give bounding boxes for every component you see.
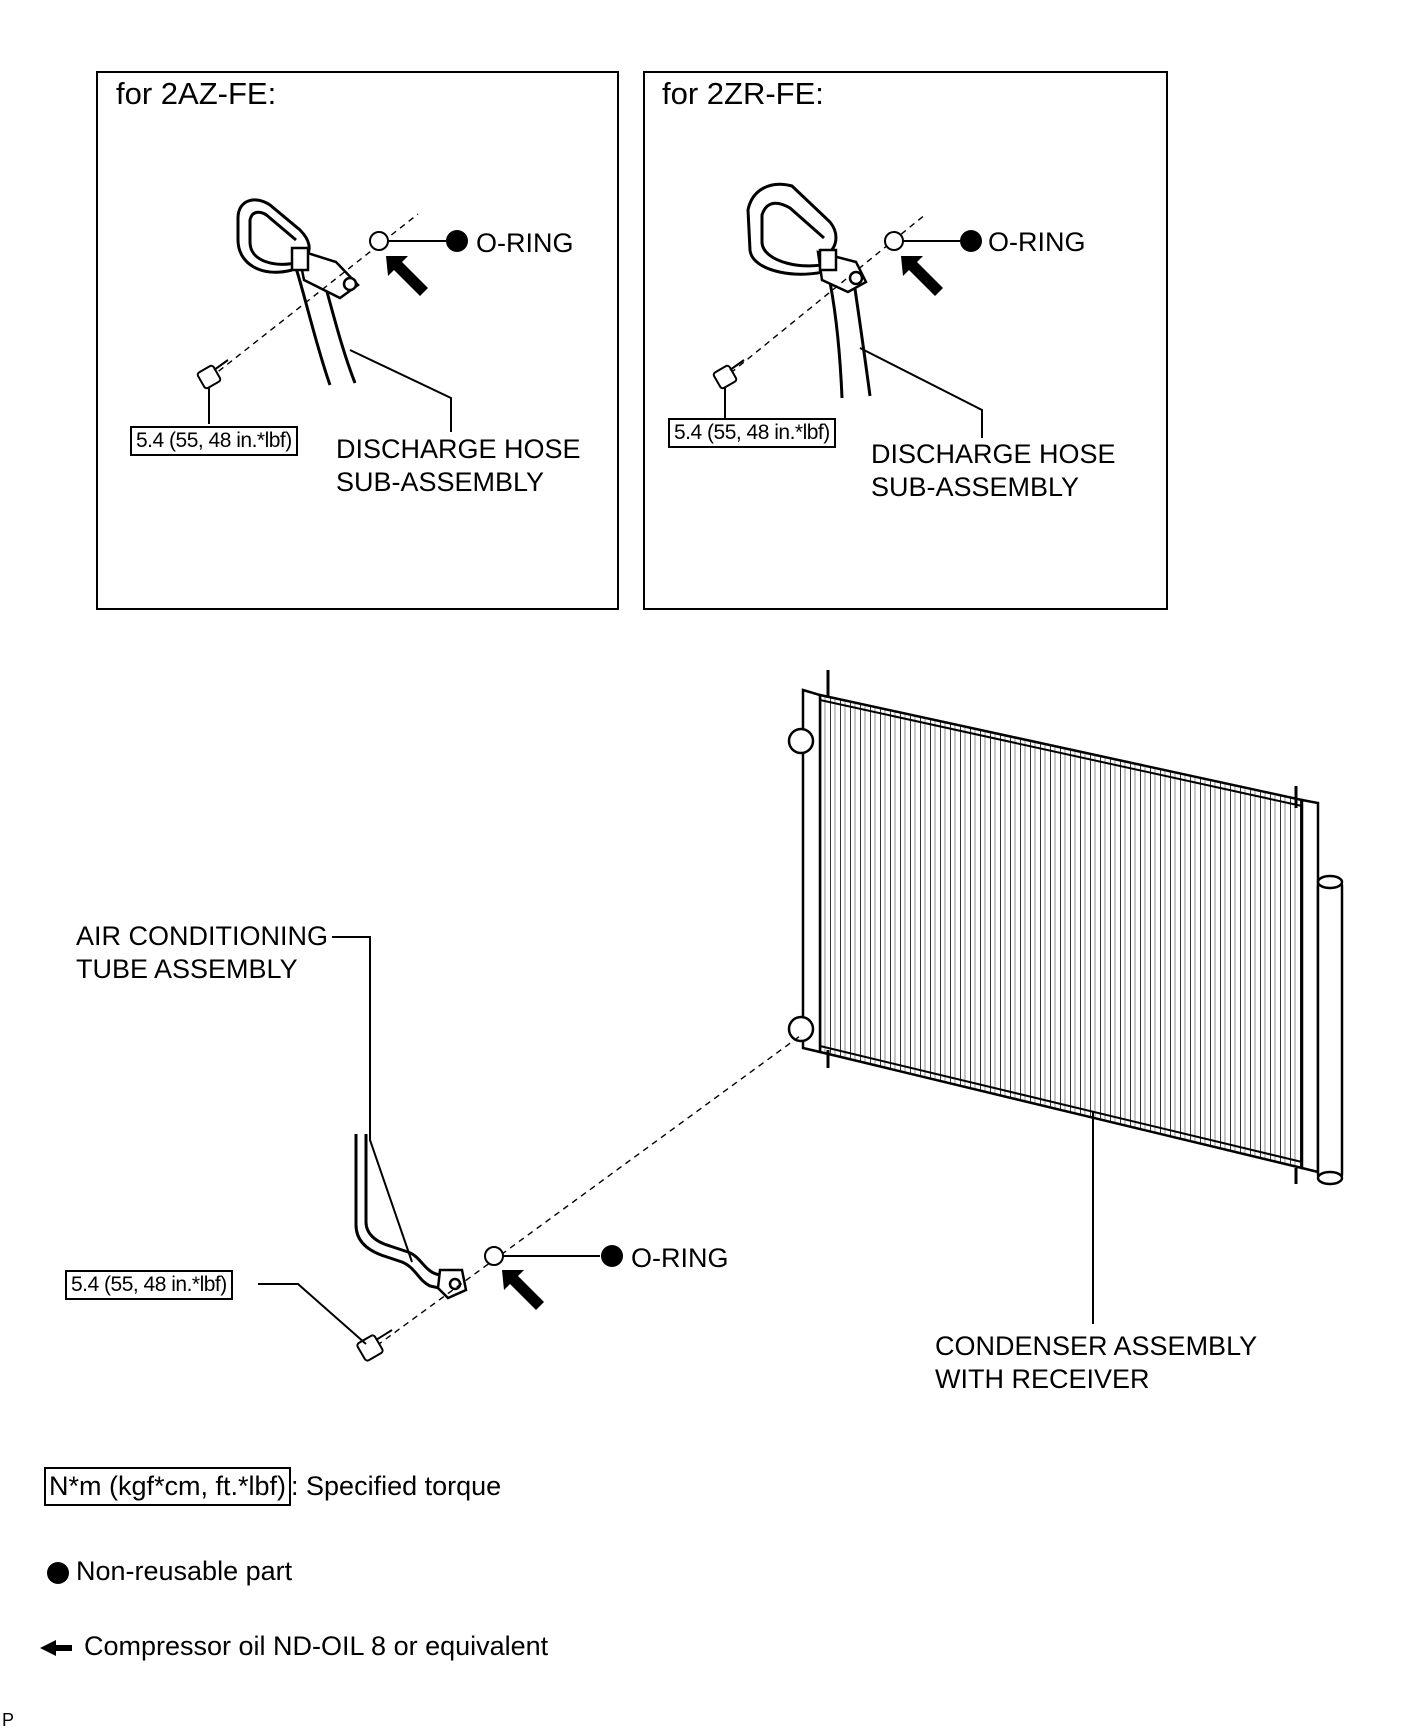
torque-unit-box: N*m (kgf*cm, ft.*lbf)	[44, 1467, 292, 1506]
condenser-assembly	[787, 670, 1344, 1186]
torque-box: 5.4 (55, 48 in.*lbf)	[65, 1270, 233, 1300]
condenser-label-2: WITH RECEIVER	[935, 1364, 1150, 1394]
filled-circle-icon	[960, 230, 982, 252]
panel-2az-fe	[96, 71, 619, 610]
legend-torque: N*m (kgf*cm, ft.*lbf): Specified torque	[44, 1467, 501, 1506]
air-conditioning-tube	[354, 1134, 453, 1292]
arrow-icon	[502, 1270, 544, 1310]
panel-title-2zr: for 2ZR-FE:	[662, 76, 824, 111]
filled-circle-icon	[47, 1562, 69, 1584]
footer-code: P	[2, 1710, 15, 1730]
hose-fitting-2zr	[816, 248, 868, 294]
arrow-icon	[386, 256, 428, 296]
o-ring-label: O-RING	[631, 1243, 729, 1273]
bolt-icon	[712, 359, 745, 390]
o-ring-icon	[484, 1246, 504, 1266]
discharge-hose-label: DISCHARGE HOSE	[871, 439, 1116, 469]
discharge-hose-label: DISCHARGE HOSE	[336, 434, 581, 464]
torque-box: 5.4 (55, 48 in.*lbf)	[130, 426, 298, 456]
panel-title-2az: for 2AZ-FE:	[116, 76, 277, 111]
condenser-label: CONDENSER ASSEMBLY	[935, 1331, 1258, 1361]
discharge-hose-label-2: SUB-ASSEMBLY	[336, 467, 545, 497]
arrow-icon	[901, 256, 943, 296]
filled-circle-icon	[446, 230, 468, 252]
arrow-icon	[40, 1640, 72, 1656]
hose-fitting-2az	[290, 246, 360, 300]
torque-box: 5.4 (55, 48 in.*lbf)	[668, 418, 836, 448]
compressor-oil-legend: Compressor oil ND-OIL 8 or equivalent	[84, 1631, 549, 1661]
bolt-icon	[196, 359, 229, 390]
panel-2zr-fe	[643, 71, 1168, 610]
non-reusable-legend: Non-reusable part	[76, 1556, 293, 1586]
o-ring-label: O-RING	[988, 227, 1086, 257]
o-ring-label: O-RING	[476, 228, 574, 258]
filled-circle-icon	[601, 1245, 623, 1267]
torque-legend-text: : Specified torque	[291, 1471, 502, 1501]
o-ring-icon	[884, 231, 904, 251]
air-conditioning-tube-label-2: TUBE ASSEMBLY	[76, 954, 298, 984]
air-conditioning-tube-label: AIR CONDITIONING	[76, 921, 329, 951]
o-ring-icon	[369, 231, 389, 251]
discharge-hose-label-2: SUB-ASSEMBLY	[871, 472, 1080, 502]
bolt-icon	[356, 1329, 393, 1362]
